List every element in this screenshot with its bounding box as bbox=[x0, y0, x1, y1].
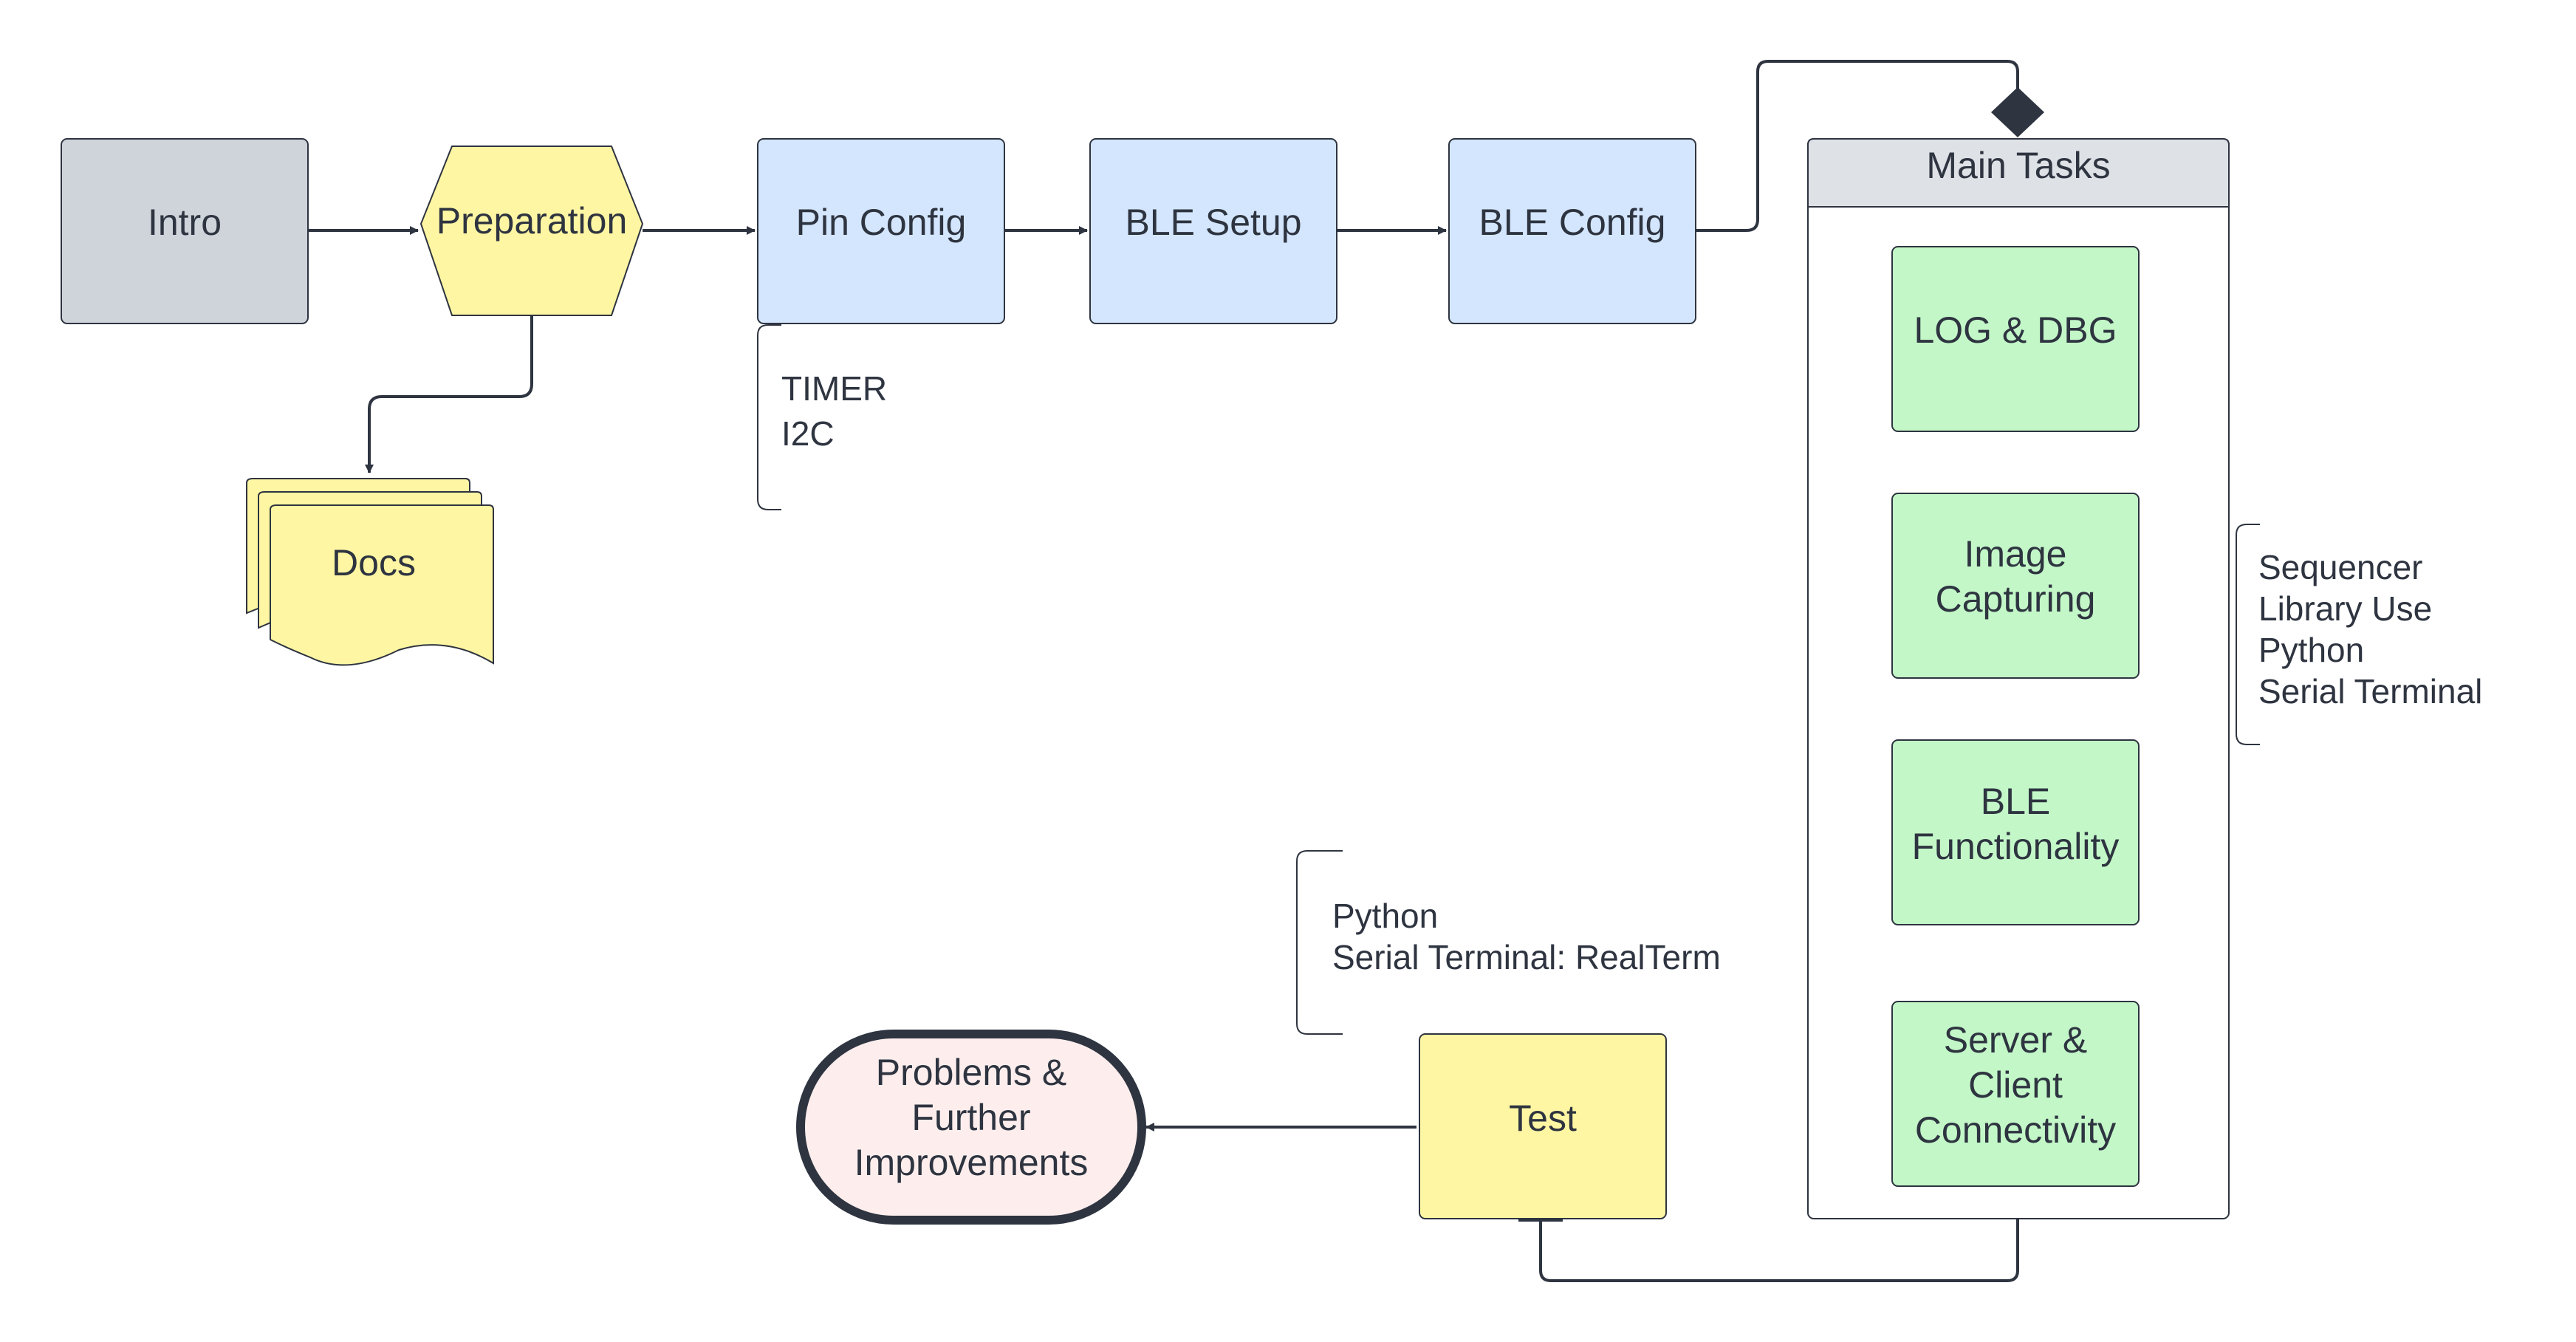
annotation-main-tasks-line3: Python bbox=[2258, 631, 2364, 669]
node-problems-label-1: Problems & bbox=[876, 1052, 1066, 1093]
node-ble-functionality-label-2: Functionality bbox=[1912, 826, 2120, 867]
node-intro-label: Intro bbox=[148, 202, 222, 243]
node-server-client-label-3: Connectivity bbox=[1915, 1109, 2116, 1151]
annotation-main-tasks-line4: Serial Terminal bbox=[2258, 672, 2482, 711]
annotation-bracket bbox=[757, 324, 781, 510]
annotation-main-tasks: Sequencer Library Use Python Serial Term… bbox=[2236, 524, 2482, 745]
node-test[interactable]: Test bbox=[1419, 1033, 1667, 1219]
node-image-capturing-label-2: Capturing bbox=[1936, 578, 2096, 620]
node-problems[interactable]: Problems & Further Improvements bbox=[796, 1030, 1146, 1225]
annotation-main-tasks-line2: Library Use bbox=[2258, 589, 2432, 628]
node-server-client-label-2: Client bbox=[1968, 1064, 2063, 1106]
annotation-test-line2: Serial Terminal: RealTerm bbox=[1332, 938, 1721, 976]
node-ble-setup[interactable]: BLE Setup bbox=[1089, 138, 1337, 324]
edge-maintasks-test bbox=[1539, 1219, 2019, 1282]
node-pin-config-label: Pin Config bbox=[796, 202, 967, 243]
node-docs[interactable]: Docs bbox=[246, 478, 494, 666]
annotation-test-line1: Python bbox=[1332, 897, 1438, 935]
node-test-label: Test bbox=[1509, 1098, 1577, 1139]
main-tasks-title: Main Tasks bbox=[1926, 145, 2110, 186]
node-ble-functionality[interactable]: BLE Functionality bbox=[1891, 739, 2140, 925]
edge-bleconfig-maintasks bbox=[1694, 60, 2019, 232]
annotation-test: Python Serial Terminal: RealTerm bbox=[1296, 850, 1721, 1035]
node-log-dbg[interactable]: LOG & DBG bbox=[1891, 246, 2140, 432]
docs-sheet-front bbox=[270, 504, 494, 666]
node-image-capturing-label-1: Image bbox=[1964, 533, 2067, 575]
node-docs-label: Docs bbox=[332, 542, 416, 583]
annotation-bracket bbox=[1296, 850, 1343, 1035]
node-ble-setup-label: BLE Setup bbox=[1125, 202, 1301, 243]
node-intro[interactable]: Intro bbox=[61, 138, 309, 324]
node-server-client[interactable]: Server & Client Connectivity bbox=[1891, 1001, 2140, 1187]
annotation-pin-config: TIMER I2C bbox=[757, 324, 887, 510]
node-preparation[interactable]: Preparation bbox=[420, 146, 643, 316]
edge-preparation-docs bbox=[365, 315, 533, 473]
node-image-capturing[interactable]: Image Capturing bbox=[1891, 493, 2140, 679]
node-problems-label-3: Improvements bbox=[854, 1142, 1089, 1183]
annotation-main-tasks-line1: Sequencer bbox=[2258, 548, 2423, 586]
node-ble-functionality-label-1: BLE bbox=[1981, 781, 2051, 822]
annotation-pin-config-line2: I2C bbox=[781, 414, 835, 453]
connectors bbox=[308, 60, 2019, 1282]
node-problems-label-2: Further bbox=[911, 1097, 1030, 1138]
node-server-client-label-1: Server & bbox=[1944, 1019, 2088, 1061]
annotation-bracket bbox=[2236, 524, 2260, 745]
node-ble-config[interactable]: BLE Config bbox=[1448, 138, 1696, 324]
main-tasks-header bbox=[1807, 138, 2230, 208]
annotation-pin-config-line1: TIMER bbox=[781, 369, 887, 408]
node-log-dbg-label: LOG & DBG bbox=[1914, 309, 2117, 351]
node-preparation-label: Preparation bbox=[436, 200, 628, 242]
node-ble-config-label: BLE Config bbox=[1479, 202, 1666, 243]
node-pin-config[interactable]: Pin Config bbox=[757, 138, 1005, 324]
diamond-connector-icon bbox=[1991, 87, 2044, 137]
